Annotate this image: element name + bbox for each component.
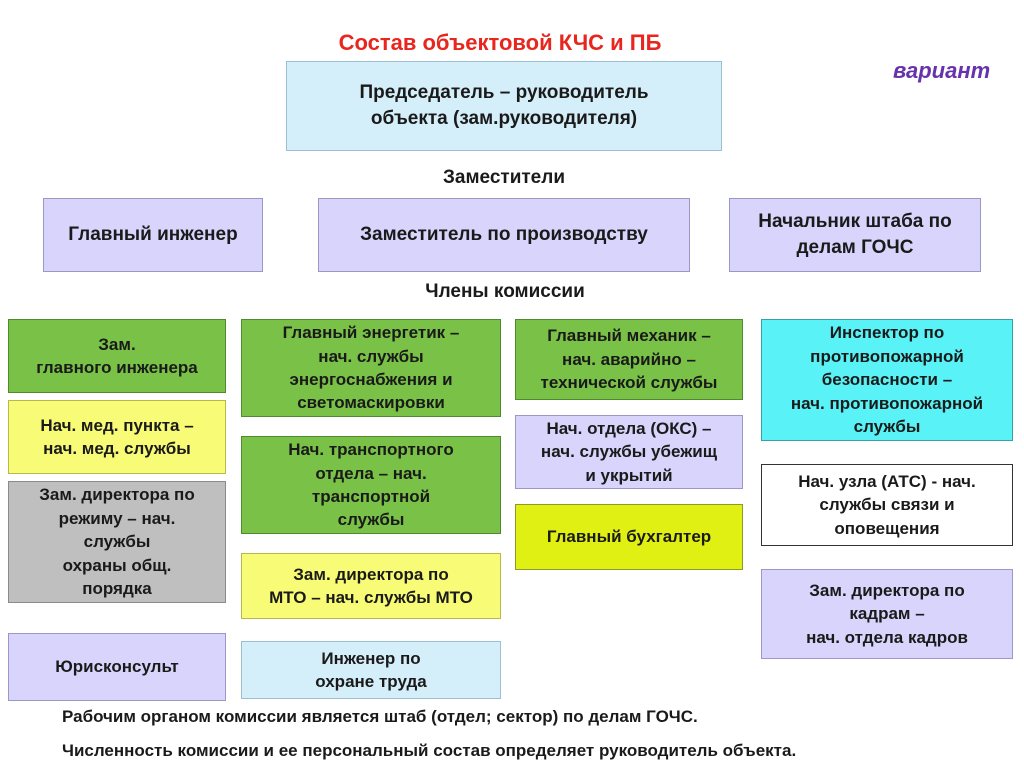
chairman-box: Председатель – руководитель объекта (зам… — [286, 61, 722, 151]
variant-label: вариант — [893, 58, 991, 83]
fire-inspector-box: Инспектор по противопожарной безопасност… — [761, 319, 1013, 441]
diagram-title: Состав объектовой КЧС и ПБ — [338, 30, 662, 55]
footer-line-2: Численность комиссии и ее персональный с… — [62, 741, 797, 760]
members-label: Члены комиссии — [425, 281, 585, 302]
deputy-chief-engineer-box: Зам. главного инженера — [8, 319, 226, 393]
oks-box: Нач. отдела (ОКС) – нач. службы убежищ и… — [515, 415, 743, 489]
chief-mechanic-box: Главный механик – нач. аварийно – технич… — [515, 319, 743, 400]
chief-energy-box: Главный энергетик – нач. службы энергосн… — [241, 319, 501, 417]
regime-deputy-box: Зам. директора по режиму – нач. службы о… — [8, 481, 226, 603]
medical-box: Нач. мед. пункта – нач. мед. службы — [8, 400, 226, 474]
footer-line-1: Рабочим органом комиссии является штаб (… — [62, 707, 698, 726]
deputies-label: Заместители — [442, 167, 565, 188]
chief-engineer-box: Главный инженер — [43, 198, 263, 272]
gochs-chief-box: Начальник штаба по делам ГОЧС — [729, 198, 981, 272]
legal-advisor-box: Юрисконсульт — [8, 633, 226, 701]
production-deputy-box: Заместитель по производству — [318, 198, 690, 272]
hr-deputy-box: Зам. директора по кадрам – нач. отдела к… — [761, 569, 1013, 659]
chief-accountant-box: Главный бухгалтер — [515, 504, 743, 570]
mto-deputy-box: Зам. директора по МТО – нач. службы МТО — [241, 553, 501, 619]
transport-box: Нач. транспортного отдела – нач. транспо… — [241, 436, 501, 534]
ats-box: Нач. узла (АТС) - нач. службы связи и оп… — [761, 464, 1013, 546]
labor-safety-box: Инженер по охране труда — [241, 641, 501, 699]
